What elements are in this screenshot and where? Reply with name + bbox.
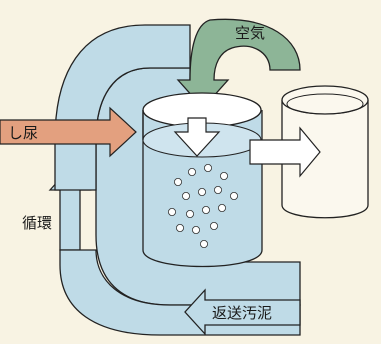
air-bubble (199, 239, 208, 248)
outflow-arrow (249, 126, 321, 178)
air-bubble (175, 223, 184, 232)
circulation-label: 循環 (22, 214, 52, 232)
air-bubble (201, 205, 210, 214)
air-bubble (191, 225, 200, 234)
downflow-arrow (173, 117, 221, 157)
air-arrow (176, 18, 301, 109)
air-bubble (197, 187, 206, 196)
air-bubble (185, 209, 194, 218)
air-bubble (203, 163, 212, 172)
air-label: 空気 (235, 24, 265, 42)
air-bubble (167, 207, 176, 216)
air-bubble (219, 171, 228, 180)
air-bubble (173, 177, 182, 186)
circulation-outer-arc (54, 24, 191, 191)
air-bubble (213, 185, 222, 194)
air-bubbles (167, 163, 238, 248)
air-bubble (229, 191, 238, 200)
air-bubble (187, 167, 196, 176)
settling-tank (281, 85, 369, 219)
return-sludge-label: 返送汚泥 (212, 304, 272, 322)
air-bubble (209, 221, 218, 230)
night-soil-label: し尿 (8, 124, 38, 142)
night-soil-arrow (0, 106, 137, 158)
return-sludge-arrow (184, 288, 301, 336)
air-bubble (181, 191, 190, 200)
air-bubble (217, 203, 226, 212)
